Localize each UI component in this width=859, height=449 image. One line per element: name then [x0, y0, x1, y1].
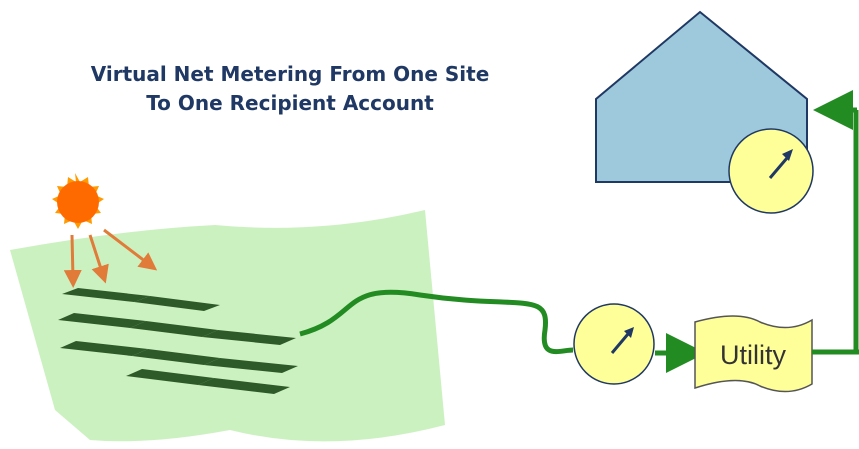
utility-label: Utility — [720, 340, 786, 370]
sun-ray-arrow — [103, 228, 158, 271]
diagram-title: Virtual Net Metering From One Site To On… — [30, 60, 550, 118]
sun-ray-arrow — [63, 234, 82, 288]
title-line-2: To One Recipient Account — [146, 91, 434, 115]
field-icon — [10, 210, 445, 442]
production-meter-icon — [573, 303, 655, 385]
sun-icon — [52, 173, 104, 229]
meter-needle — [610, 333, 630, 354]
meter-needle — [768, 157, 789, 179]
utility-scroll-icon — [694, 315, 813, 393]
sun-ray-arrow — [88, 234, 109, 284]
title-line-1: Virtual Net Metering From One Site — [90, 62, 490, 86]
solar-panel-field-icon — [58, 288, 298, 394]
wire-panel-to-meter — [299, 289, 574, 355]
sun-rays — [63, 228, 158, 288]
recipient-meter-icon — [728, 128, 814, 214]
